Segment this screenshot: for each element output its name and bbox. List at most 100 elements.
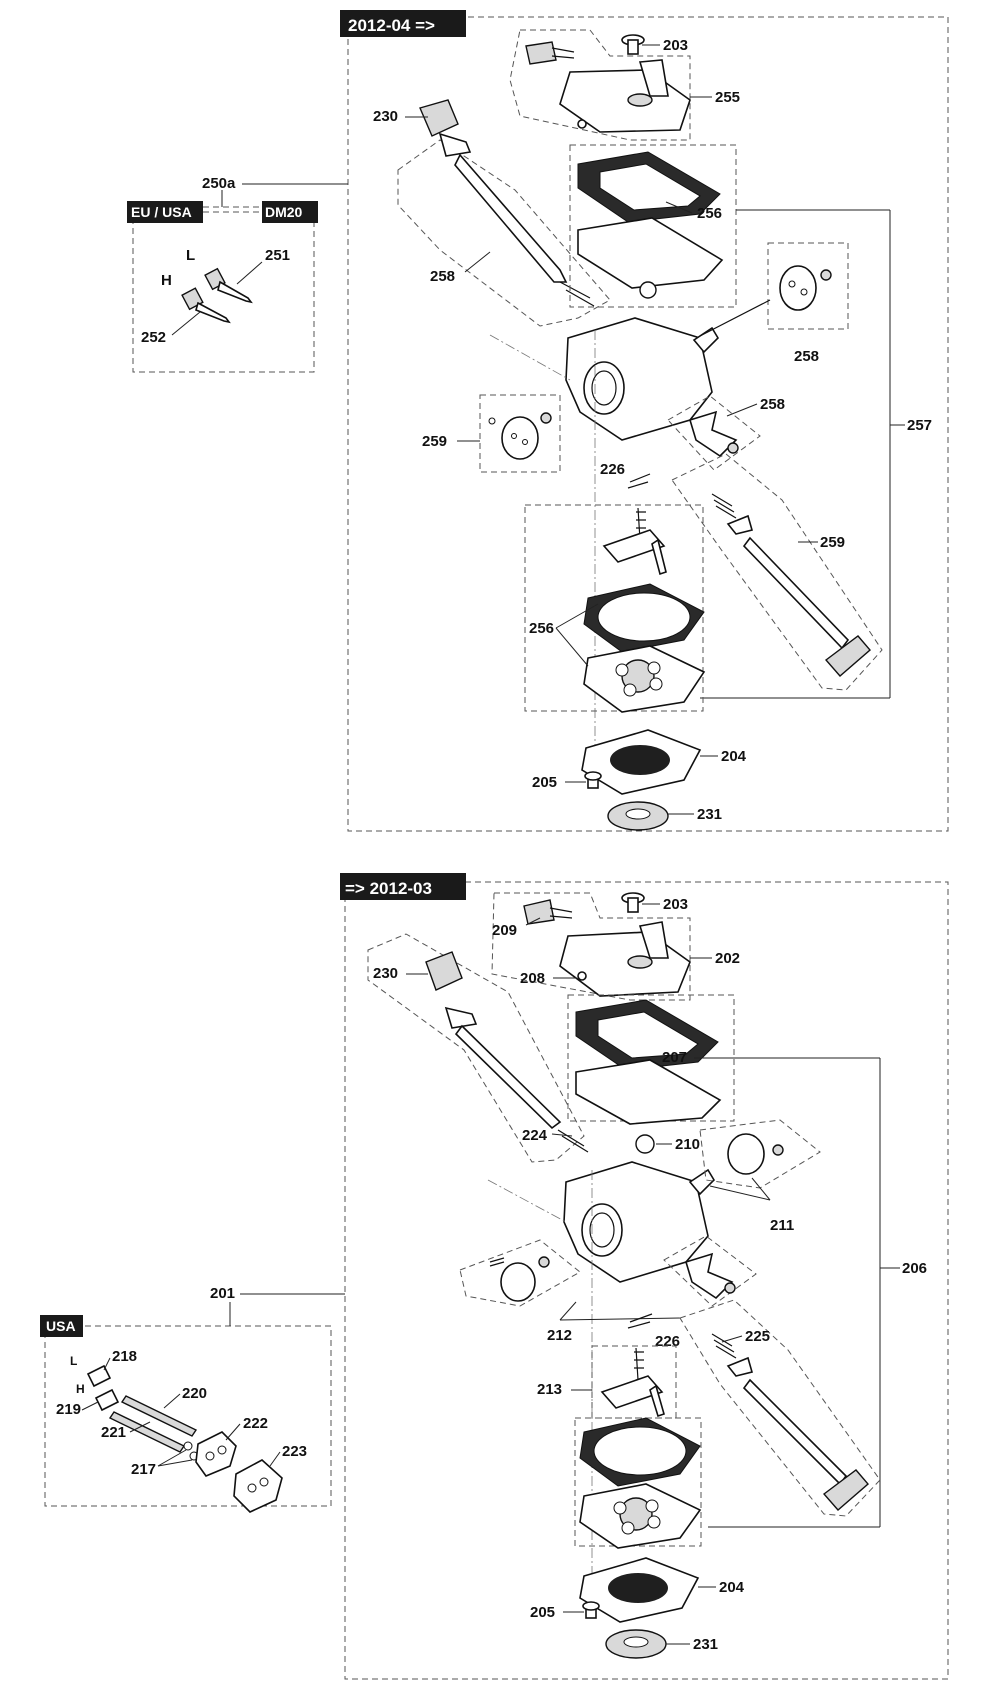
label-259-right: 259	[820, 534, 845, 551]
cover-assembly-new	[509, 29, 691, 141]
section-2012-03: => 2012-03 203 209 202 208	[40, 873, 949, 1680]
gasket-group-207	[567, 994, 735, 1125]
label-231-bottom: 231	[693, 1636, 718, 1653]
section-tag-old	[340, 873, 466, 900]
label-224: 224	[522, 1127, 548, 1144]
jet-kit-usa-group: USA 201 L H 218 219 220 221 217	[40, 1285, 345, 1513]
oring-217a-part	[183, 1441, 193, 1451]
cap-223-part	[233, 1459, 283, 1513]
needle-220-part	[120, 1395, 198, 1437]
label-204-bottom: 204	[719, 1579, 745, 1596]
label-204-top: 204	[721, 748, 747, 765]
label-231-top: 231	[697, 806, 722, 823]
clip-226-part	[627, 473, 651, 489]
jet-variant-frame	[132, 211, 315, 373]
label-207: 207	[662, 1049, 687, 1066]
valve-plate-part	[779, 265, 817, 311]
label-258-mid: 258	[760, 396, 785, 413]
valve-plate-211-part	[727, 1133, 765, 1175]
label-205-top: 205	[532, 774, 557, 791]
throttle-plate-259-left	[479, 394, 561, 473]
screen-210-part	[635, 1134, 655, 1154]
label-220: 220	[182, 1385, 207, 1402]
variant-tag-dm20	[262, 201, 318, 223]
screw-209-like-part	[525, 41, 557, 65]
label-203-bottom: 203	[663, 896, 688, 913]
label-219: 219	[56, 1401, 81, 1418]
needle-lever-old-part	[600, 1375, 664, 1409]
jet-kit-usa-frame	[44, 1325, 332, 1507]
needle-lever-part	[602, 529, 666, 563]
label-256-top: 256	[697, 205, 722, 222]
jet-variant-group: EU / USA DM20 250a L 251 H 252	[127, 175, 348, 373]
label-221: 221	[101, 1424, 126, 1441]
label-223: 223	[282, 1443, 307, 1460]
label-258-right: 258	[794, 348, 819, 365]
section-tag-new	[340, 10, 466, 37]
label-213: 213	[537, 1381, 562, 1398]
label-212: 212	[547, 1327, 572, 1344]
needle-group-213	[591, 1345, 677, 1419]
variant-tag-usa	[40, 1315, 83, 1337]
cover-assembly-old	[491, 892, 691, 1001]
letter-l: L	[186, 247, 195, 264]
label-258-left: 258	[430, 268, 455, 285]
label-256-bottom: 256	[529, 620, 554, 637]
section-tag-new-text: 2012-04 =>	[348, 16, 435, 35]
label-210: 210	[675, 1136, 700, 1153]
label-230-top: 230	[373, 108, 398, 125]
label-226-top: 226	[600, 461, 625, 478]
cap-218-part	[86, 1364, 112, 1388]
cap-219-part	[94, 1388, 120, 1412]
letter-h-usa: H	[76, 1382, 85, 1396]
throttle-plate-211-right	[699, 1119, 821, 1189]
label-259-left: 259	[422, 433, 447, 450]
choke-shaft-new	[397, 99, 611, 327]
label-257: 257	[907, 417, 932, 434]
throttle-shaft-225	[679, 1299, 881, 1517]
label-217: 217	[131, 1461, 156, 1478]
label-250a: 250a	[202, 175, 236, 192]
diaphragm-upper-part	[577, 217, 724, 289]
throttle-shaft-259	[671, 453, 883, 691]
label-255: 255	[715, 89, 740, 106]
throttle-plate-left-old	[459, 1239, 581, 1307]
lever-230-part	[419, 99, 459, 137]
label-211: 211	[770, 1217, 794, 1234]
variant-tag-eu-usa	[127, 201, 203, 223]
lever-230-old-part	[425, 951, 463, 991]
jet-l-part	[204, 267, 253, 304]
label-218: 218	[112, 1348, 137, 1365]
variant-tag-usa-text: USA	[46, 1318, 76, 1334]
clip-226-old-part	[627, 1313, 653, 1329]
label-203-top: 203	[663, 37, 688, 54]
oring-208-part	[577, 971, 587, 981]
metering-group-old	[574, 1417, 702, 1549]
throttle-plate-258-right	[699, 242, 849, 337]
label-230-bottom: 230	[373, 965, 398, 982]
screw-209-part	[523, 899, 555, 925]
label-206: 206	[902, 1260, 927, 1277]
diaphragm-207-part	[575, 1059, 722, 1125]
lever-mid-old	[663, 1235, 757, 1307]
variant-tag-eu-usa-text: EU / USA	[131, 204, 192, 220]
label-251: 251	[265, 247, 290, 264]
label-252: 252	[141, 329, 166, 346]
variant-tag-dm20-text: DM20	[265, 204, 303, 220]
choke-shaft-old	[367, 933, 589, 1163]
gasket-group-256-top	[569, 144, 737, 308]
label-209: 209	[492, 922, 517, 939]
section-frame-new	[347, 16, 949, 832]
throttle-shaft-part	[742, 536, 850, 650]
lever-258-mid	[667, 395, 761, 471]
metering-group-256-bottom	[524, 504, 706, 713]
section-tag-old-text: => 2012-03	[345, 879, 432, 898]
letter-h: H	[161, 272, 172, 289]
label-201: 201	[210, 1285, 235, 1302]
label-222: 222	[243, 1415, 268, 1432]
section-frame-old	[344, 881, 949, 1680]
letter-l-usa: L	[70, 1354, 77, 1368]
section-2012-04: 2012-04 => EU / USA DM20 250a L 251	[127, 10, 949, 832]
cover-202-part	[559, 931, 691, 997]
